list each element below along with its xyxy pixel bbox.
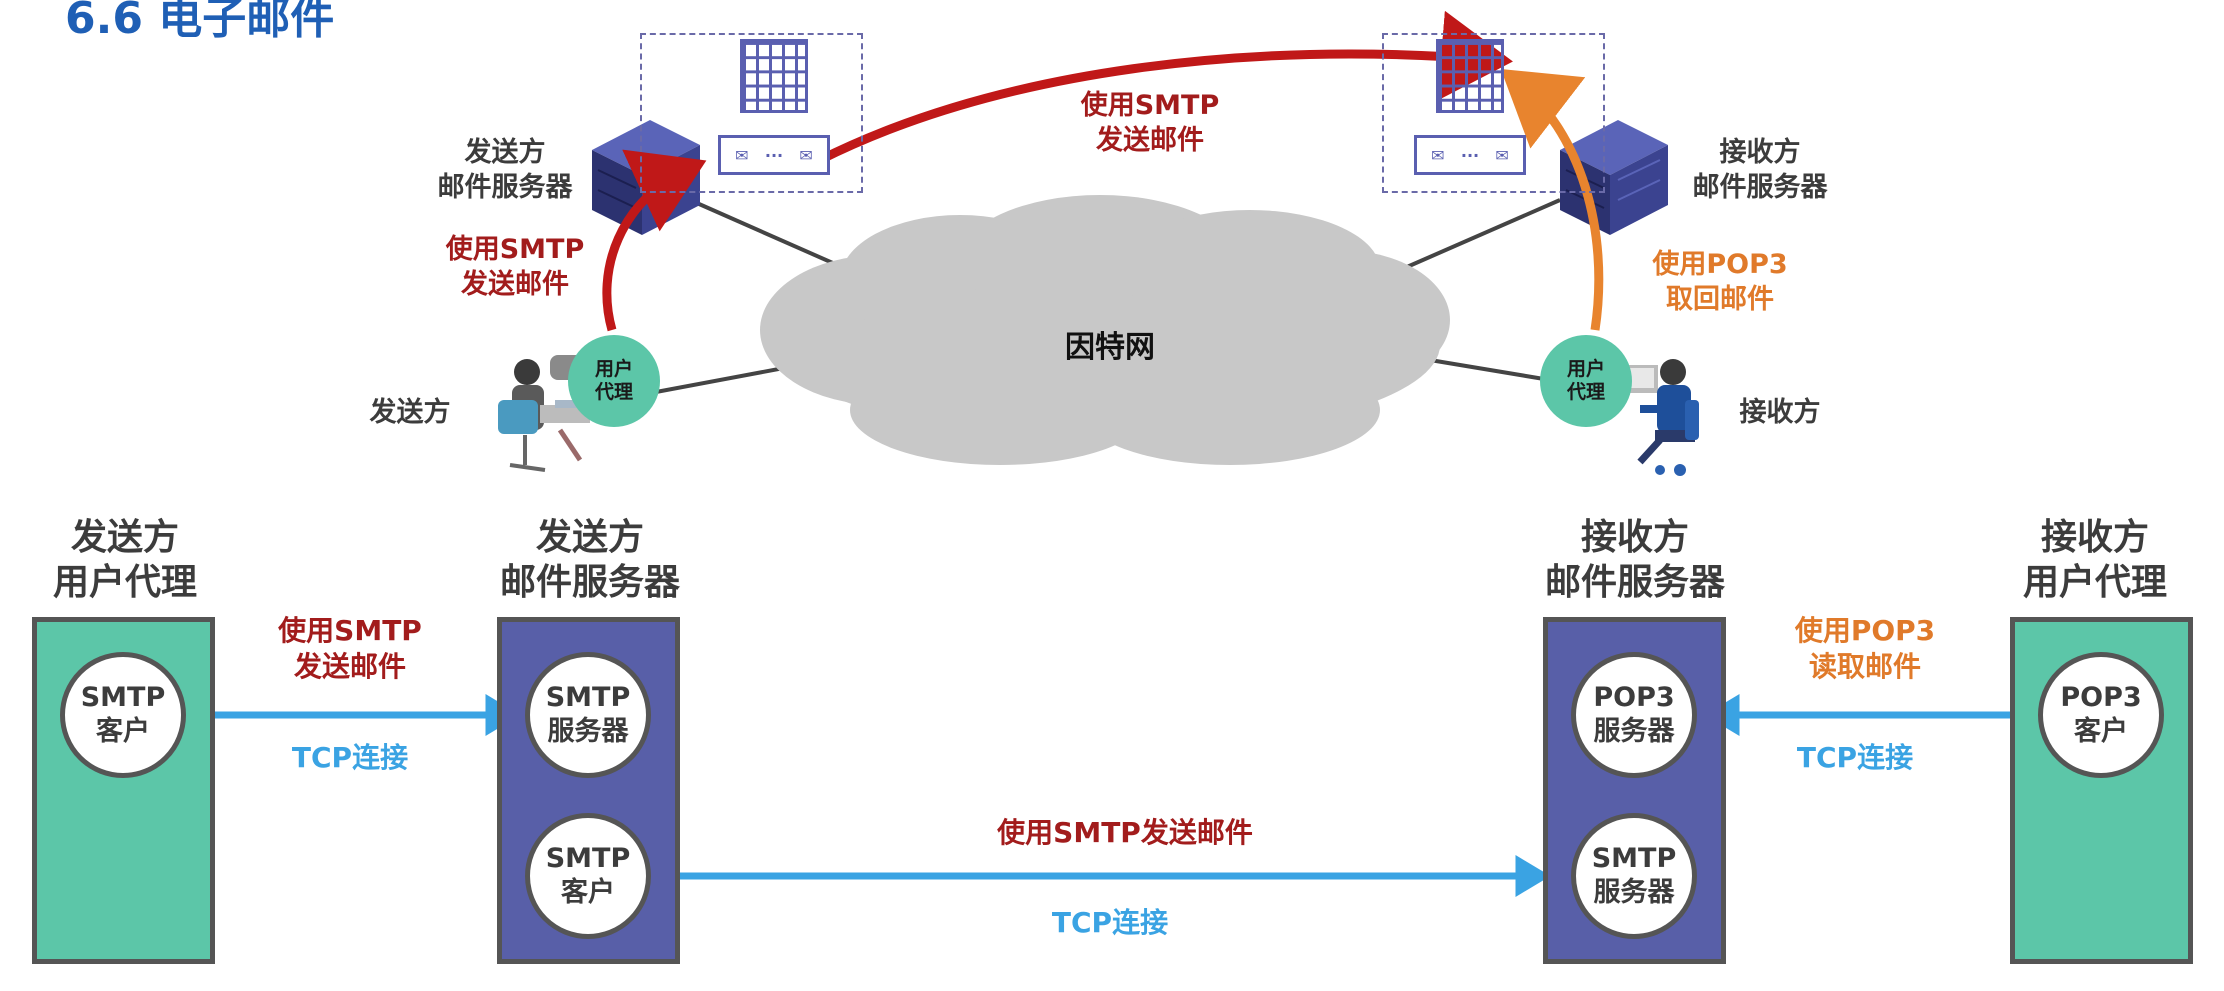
tcp-label-left: TCP连接 [291,741,409,774]
smtp-server-circle: SMTP 服务器 [525,652,651,778]
smtp-server-circle: SMTP 服务器 [1571,813,1697,939]
smtp-label-bottom-middle: 使用SMTP发送邮件 [997,816,1253,849]
receiver-user-agent-badge: 用户 代理 [1540,335,1632,427]
envelope-dots: ··· [764,145,784,165]
mail-envelope-icon: ✉ ··· ✉ [1414,135,1526,175]
smtp-client-circle: SMTP 客户 [60,652,186,778]
mailbox-grid-icon [740,39,808,113]
internet-label: 因特网 [1065,330,1155,365]
receiver-server-label: 接收方 邮件服务器 [1692,137,1828,204]
mail-envelope-icon: ✉ ··· ✉ [718,135,830,175]
envelope-icon: ✉ [799,145,813,165]
tcp-label-right: TCP连接 [1796,741,1914,774]
col-heading-sender-server: 发送方 邮件服务器 [499,517,680,603]
sender-user-agent-badge: 用户 代理 [568,335,660,427]
col-heading-receiver-server: 接收方 邮件服务器 [1544,517,1725,603]
receiver-mailbox: ✉ ··· ✉ [1382,33,1605,193]
receiver-server-icon [1560,120,1668,235]
pop3-client-circle: POP3 客户 [2038,652,2164,778]
col-heading-sender-ua: 发送方 用户代理 [52,517,197,603]
envelope-icon: ✉ [1431,145,1445,165]
pop3-label-bottom: 使用POP3 读取邮件 [1794,614,1936,684]
sender-label: 发送方 [369,397,451,428]
col-heading-receiver-ua: 接收方 用户代理 [2022,517,2167,603]
smtp-label-left: 使用SMTP 发送邮件 [445,234,585,301]
smtp-label-bottom-left: 使用SMTP 发送邮件 [278,614,422,684]
pop3-label-top: 使用POP3 取回邮件 [1652,249,1788,316]
smtp-arrow-ua-to-server [602,149,707,332]
sender-mailbox: ✉ ··· ✉ [640,33,863,193]
envelope-icon: ✉ [1495,145,1509,165]
sender-server-label: 发送方 邮件服务器 [437,137,573,204]
pop3-arrow [1500,69,1604,331]
mailbox-grid-icon [1436,39,1504,113]
receiver-label: 接收方 [1739,397,1821,428]
page-title: 6.6 电子邮件 [65,0,335,44]
receiver-user-agent-column [2010,617,2193,964]
envelope-dots: ··· [1460,145,1480,165]
smtp-label-middle: 使用SMTP 发送邮件 [1080,90,1220,157]
internet-cloud [760,195,1450,465]
envelope-icon: ✉ [735,145,749,165]
tcp-label-middle: TCP连接 [1051,906,1169,939]
smtp-arrow-server-to-server [817,10,1513,165]
smtp-client-circle: SMTP 客户 [525,813,651,939]
pop3-server-circle: POP3 服务器 [1571,652,1697,778]
